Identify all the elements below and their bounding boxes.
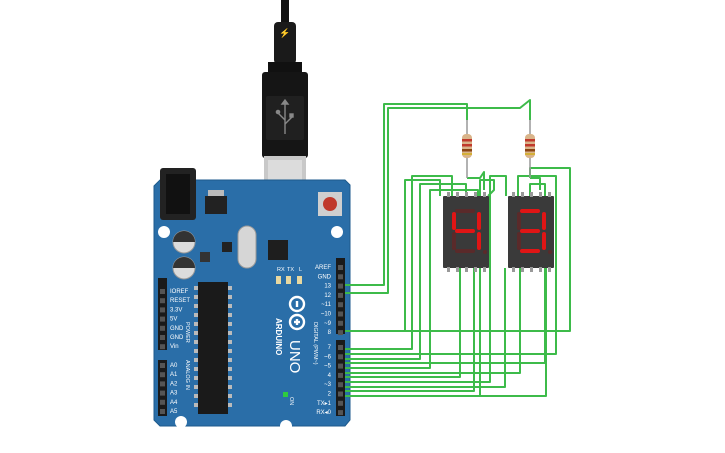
brand-label: ARDUINO [274, 318, 283, 355]
power-pin-label: 5V [170, 317, 177, 323]
digital-pin[interactable] [338, 410, 343, 416]
tx-label: TX [287, 267, 294, 273]
digital-pin-label: ~11 [321, 302, 331, 308]
voltage-regulator [205, 196, 227, 214]
analog-header-label: ANALOG IN [184, 360, 190, 390]
decimal-point [548, 250, 552, 254]
rx-label: RX [277, 267, 285, 273]
power-pin-label: IOREF [170, 289, 189, 295]
digital-pin-label: ~3 [324, 382, 332, 388]
analog-pin-label: A0 [170, 363, 178, 369]
power-pin-label: Vin [170, 344, 179, 350]
digital-pin[interactable] [338, 400, 343, 406]
power-pin[interactable] [160, 316, 165, 322]
digital-pin-label: ~6 [324, 354, 332, 360]
l-label: L [299, 267, 302, 273]
mounting-hole [331, 226, 343, 238]
on-led [283, 392, 288, 397]
usb-icon [275, 98, 294, 134]
digital-pin-label: 8 [328, 330, 332, 336]
digital-pin[interactable] [338, 391, 343, 397]
analog-pin-label: A5 [170, 409, 178, 415]
power-pin[interactable] [160, 289, 165, 294]
decimal-point [483, 250, 487, 254]
arduino-uno-board[interactable]: RX TX L ARDUINO UNO ON IOREF RESET 3.3V 5V G… [153, 168, 351, 432]
digital-pin-label: GND [318, 274, 332, 280]
digital-pin[interactable] [338, 363, 343, 369]
digital-pin[interactable] [338, 311, 343, 317]
seven-segment-display-2[interactable] [508, 192, 554, 272]
power-header-label: POWER [184, 322, 190, 343]
crystal [237, 225, 257, 269]
digital-pin-label: AREF [315, 265, 331, 271]
analog-pin[interactable] [160, 372, 165, 378]
analog-pin[interactable] [160, 390, 165, 396]
analog-pin-label: A1 [170, 372, 178, 378]
resistor-2[interactable] [525, 120, 535, 178]
usb-chip [268, 240, 288, 260]
power-header [158, 278, 167, 350]
digital-pin[interactable] [338, 330, 343, 336]
digital-pin-label: 4 [328, 373, 332, 379]
digital-pin[interactable] [338, 283, 343, 289]
digital-pin[interactable] [338, 302, 343, 308]
analog-pin[interactable] [160, 363, 165, 368]
power-pin[interactable] [160, 307, 165, 313]
resistor-1[interactable] [462, 120, 472, 178]
digital-pin[interactable] [338, 292, 343, 298]
digital-header-label: DIGITAL (PWM~) [312, 322, 318, 365]
analog-pin[interactable] [160, 381, 165, 387]
power-pin[interactable] [160, 325, 165, 331]
digital-pin[interactable] [338, 274, 343, 280]
power-pin[interactable] [160, 335, 165, 340]
digital-pin[interactable] [338, 320, 343, 326]
digital-pin[interactable] [338, 265, 343, 270]
digital-pin[interactable] [338, 345, 343, 350]
digital-pin-label: 7 [328, 345, 332, 351]
digital-header-lower [336, 340, 345, 416]
analog-pin[interactable] [160, 409, 165, 414]
power-pin-label: RESET [170, 298, 190, 304]
digital-pin-label: ~5 [324, 364, 332, 370]
digital-pin-label: RX◂0 [316, 410, 331, 416]
power-pin-label: GND [170, 335, 184, 341]
digital-pin-label: ~10 [321, 312, 332, 318]
digital-pin-label: 13 [324, 284, 331, 290]
seven-segment-display-1[interactable] [443, 192, 489, 272]
analog-pin-label: A3 [170, 391, 178, 397]
analog-pin[interactable] [160, 399, 165, 405]
model-label: UNO [286, 340, 303, 373]
mounting-hole [175, 416, 187, 428]
on-label: ON [288, 397, 294, 405]
analog-pin-label: A2 [170, 381, 178, 387]
power-pin[interactable] [160, 298, 165, 304]
digital-pin-label: TX▸1 [317, 401, 332, 407]
mounting-hole [280, 420, 292, 432]
power-pin-label: 3.3V [170, 307, 182, 313]
atmega-chip [198, 282, 228, 414]
digital-pin-label: ~9 [324, 321, 332, 327]
digital-pin[interactable] [338, 372, 343, 378]
digital-pin[interactable] [338, 354, 343, 360]
digital-pin-label: 12 [324, 293, 331, 299]
mounting-hole [158, 226, 170, 238]
power-pin[interactable] [160, 344, 165, 350]
arduino-logo [288, 295, 306, 331]
digital-pin-label: 2 [328, 392, 332, 398]
lightning-icon: ⚡ [279, 27, 290, 39]
analog-header [158, 360, 167, 416]
analog-pin-label: A4 [170, 400, 178, 406]
digital-pin[interactable] [338, 382, 343, 388]
power-pin-label: GND [170, 326, 184, 332]
